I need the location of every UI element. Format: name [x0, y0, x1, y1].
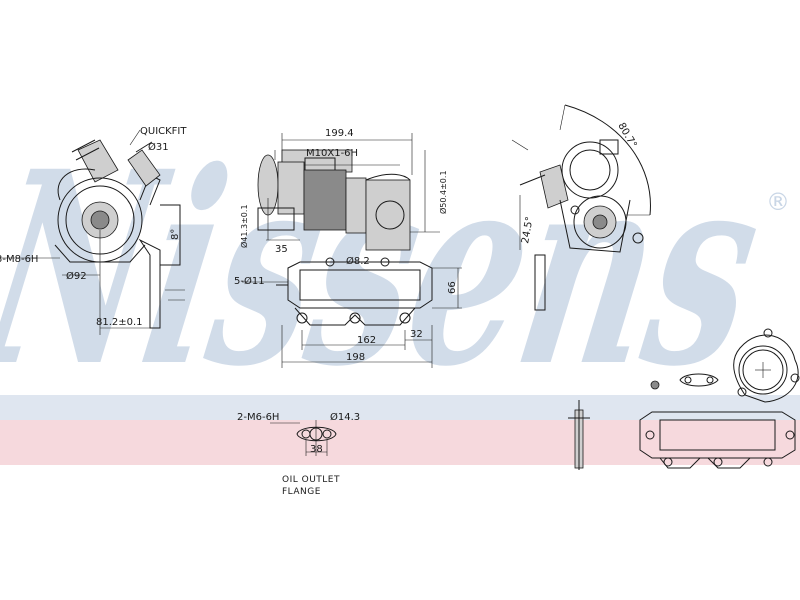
flange-caption: FLANGE: [282, 487, 321, 497]
len32-label: 32: [410, 329, 423, 340]
dia143-label: Ø14.3: [330, 411, 360, 423]
m8-thread-label: 3-M8-6H: [0, 254, 38, 265]
deg8-label: 8°: [170, 229, 181, 240]
dia82-label: Ø8.2: [346, 255, 370, 267]
holes11-label: 5-Ø11: [234, 275, 265, 287]
oil-outlet-flange: [270, 420, 337, 456]
len198-label: 198: [346, 352, 365, 363]
turbo-angle-view: [511, 104, 651, 311]
len66-label: 66: [447, 281, 458, 294]
dia92-label: Ø92: [66, 270, 87, 282]
deg245-label: 24.5°: [520, 216, 536, 245]
brand-watermark: Nissens: [0, 113, 780, 425]
registered-mark: ®: [766, 188, 790, 216]
m10-thread-label: M10X1-6H: [306, 148, 358, 159]
dia50-label: Ø50.4±0.1: [438, 170, 448, 214]
len199-label: 199.4: [325, 128, 354, 139]
turbo-side-view: [0, 129, 185, 335]
blue-band: [0, 395, 800, 420]
m6-thread-label: 2-M6-6H: [237, 412, 279, 423]
len38-label: 38: [310, 444, 323, 455]
dia31-label: Ø31: [148, 141, 169, 153]
quickfit-label: QUICKFIT: [140, 126, 187, 137]
oil-outlet-caption: OIL OUTLET: [282, 475, 340, 485]
len35-label: 35: [275, 244, 288, 255]
r81-label: 81.2±0.1: [96, 317, 143, 328]
len162-label: 162: [357, 335, 376, 346]
gasket-parts: [568, 328, 800, 470]
turbo-front-view: [242, 133, 462, 368]
dia41-label: Ø41.3±0.1: [239, 204, 249, 248]
